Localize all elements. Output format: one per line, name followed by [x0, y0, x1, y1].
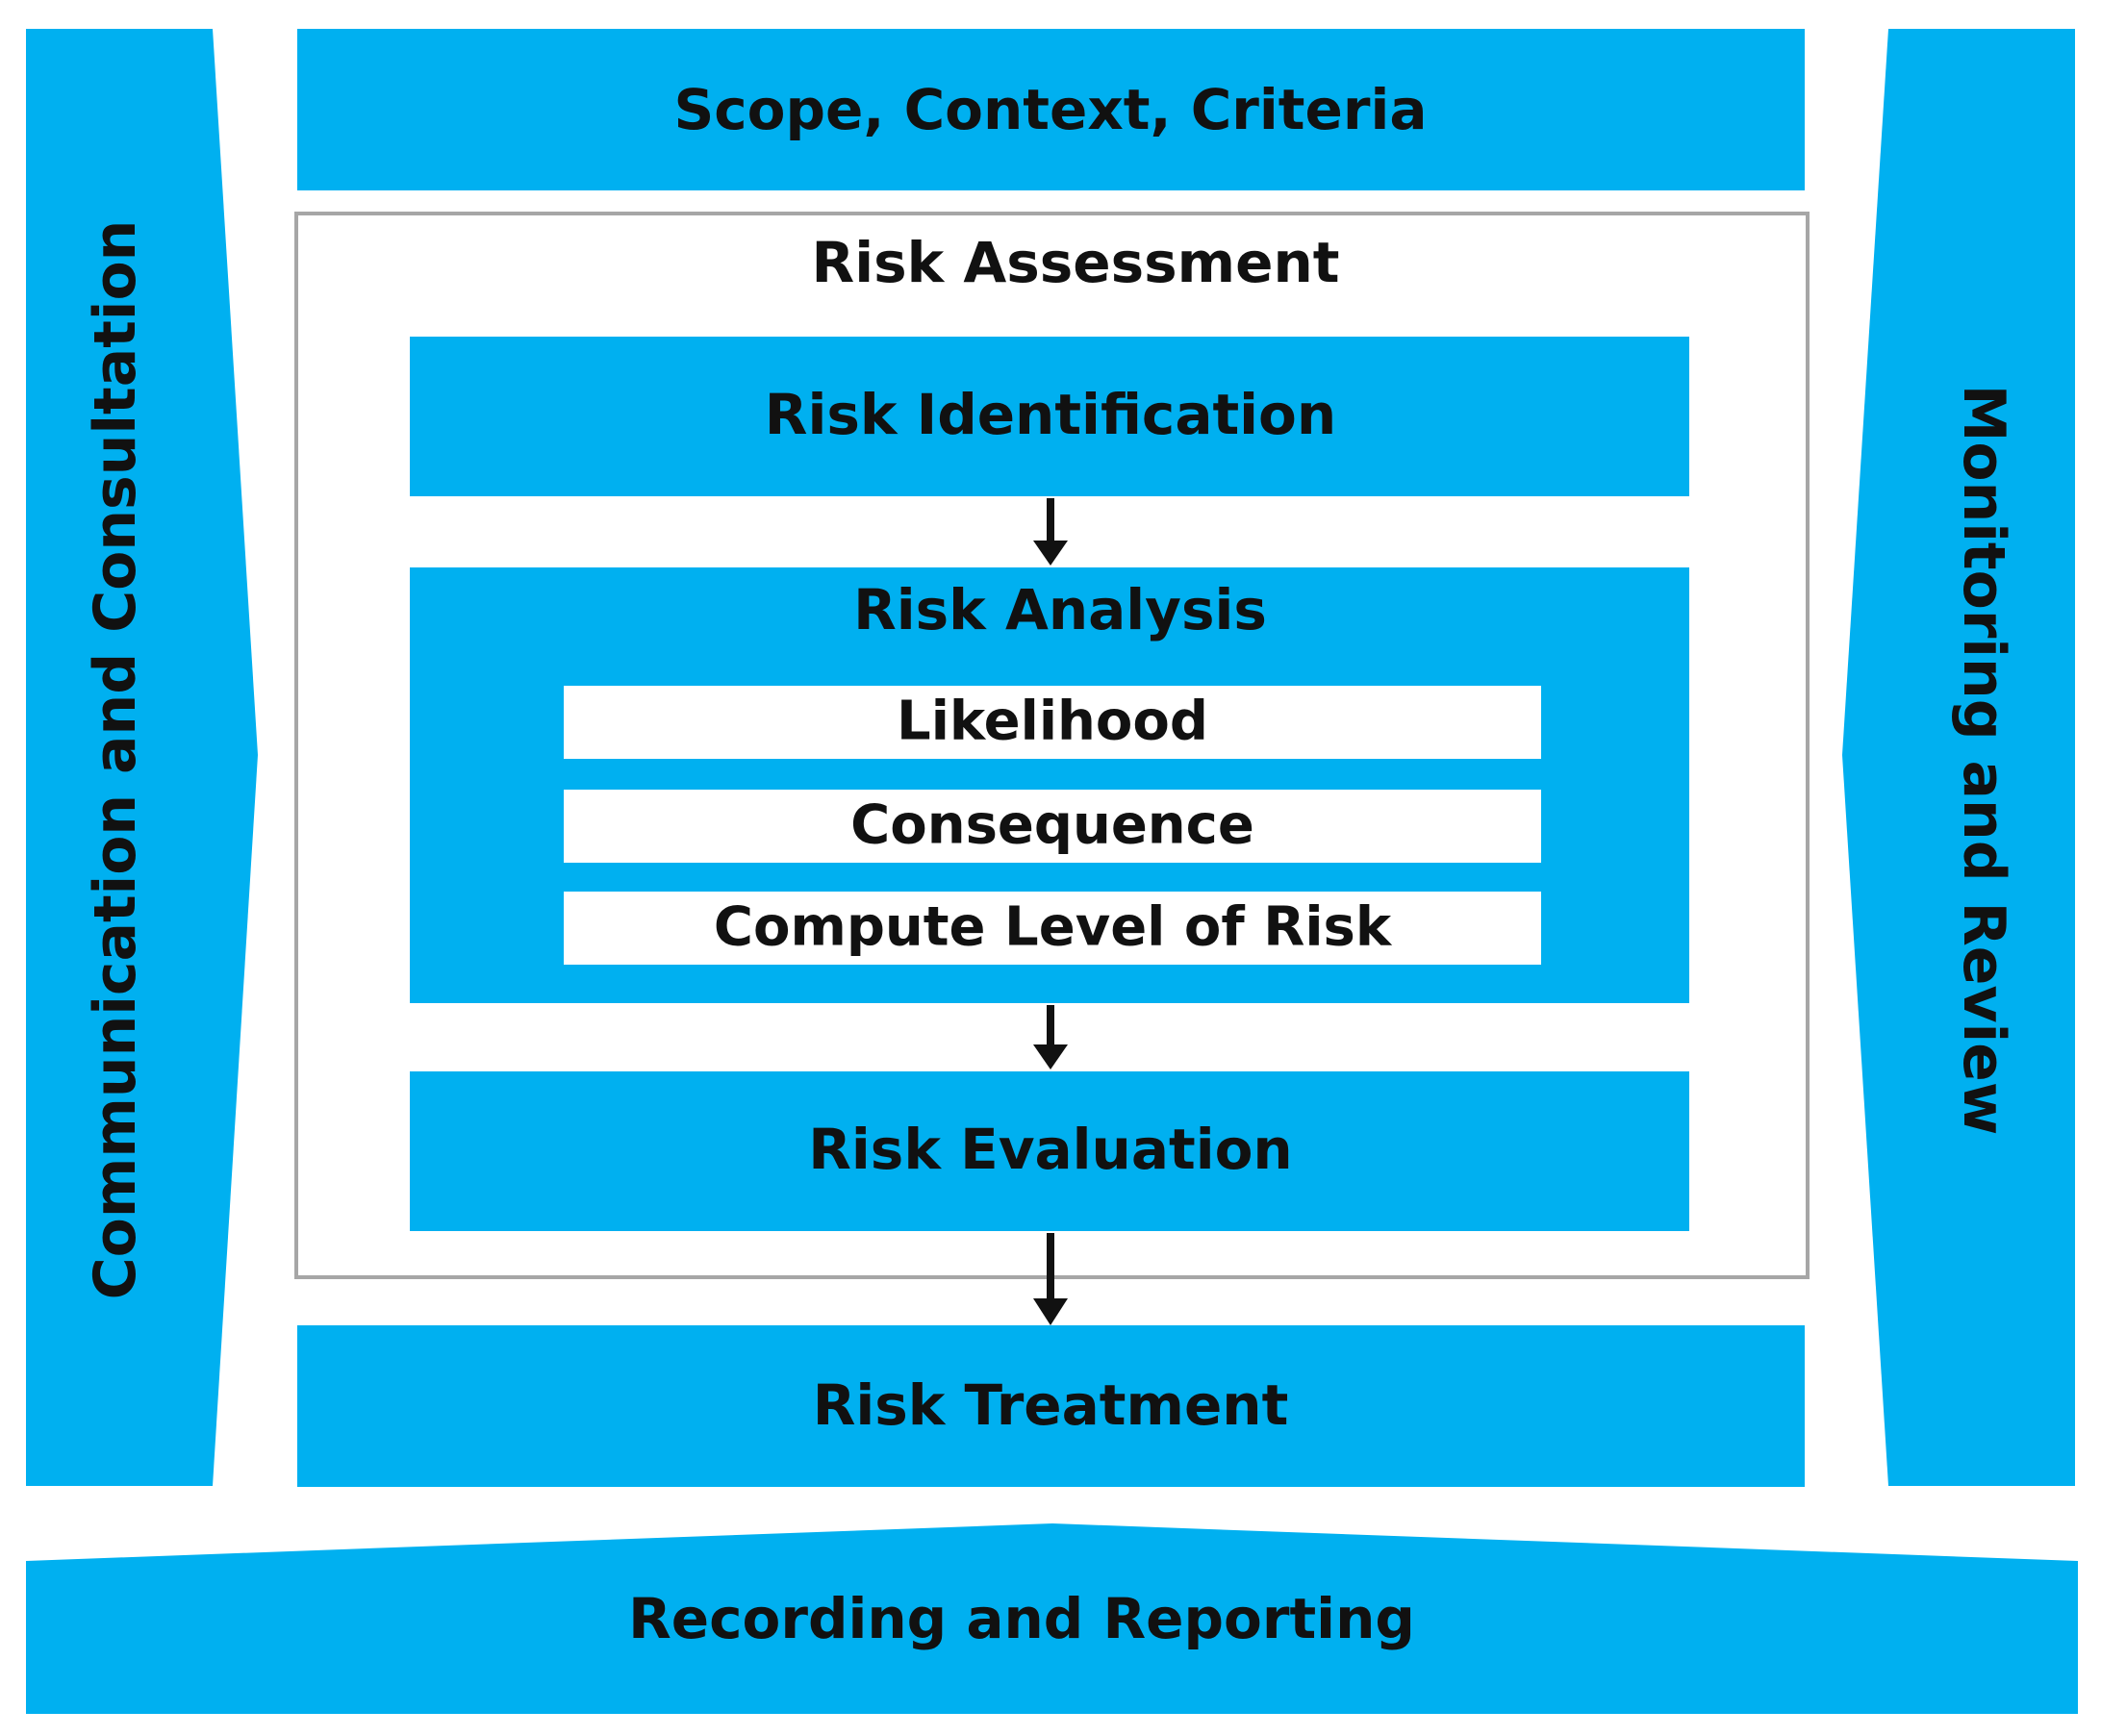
- risk-evaluation-label: Risk Evaluation: [808, 1117, 1292, 1182]
- compute-level-of-risk-label: Compute Level of Risk: [714, 896, 1393, 959]
- risk-identification-box: [410, 337, 1689, 496]
- monitoring-panel: [1842, 29, 2075, 1486]
- risk-identification-label: Risk Identification: [765, 382, 1336, 447]
- scope-box: [297, 29, 1805, 190]
- risk-treatment-box: [297, 1325, 1805, 1487]
- risk-treatment-label: Risk Treatment: [813, 1372, 1289, 1438]
- risk-evaluation-box: [410, 1071, 1689, 1231]
- scope-label: Scope, Context, Criteria: [674, 77, 1428, 142]
- recording-panel: [26, 1523, 2078, 1714]
- arrowhead-identification-to-analysis: [1033, 541, 1068, 566]
- risk-analysis-title: Risk Analysis: [853, 577, 1267, 642]
- communication-panel: [26, 29, 258, 1486]
- likelihood-box: [564, 686, 1541, 759]
- communication-panel-label: Communication and Consultation: [82, 220, 149, 1300]
- risk-assessment-title: Risk Assessment: [812, 230, 1340, 295]
- arrowhead-evaluation-to-treatment: [1033, 1298, 1068, 1325]
- consequence-box: [564, 790, 1541, 863]
- arrowhead-analysis-to-evaluation: [1033, 1044, 1068, 1069]
- consequence-label: Consequence: [850, 794, 1254, 857]
- recording-panel-label: Recording and Reporting: [628, 1586, 1415, 1651]
- likelihood-label: Likelihood: [897, 691, 1208, 753]
- compute-level-of-risk-box: [564, 892, 1541, 965]
- monitoring-panel-label: Monitoring and Review: [1950, 385, 2017, 1136]
